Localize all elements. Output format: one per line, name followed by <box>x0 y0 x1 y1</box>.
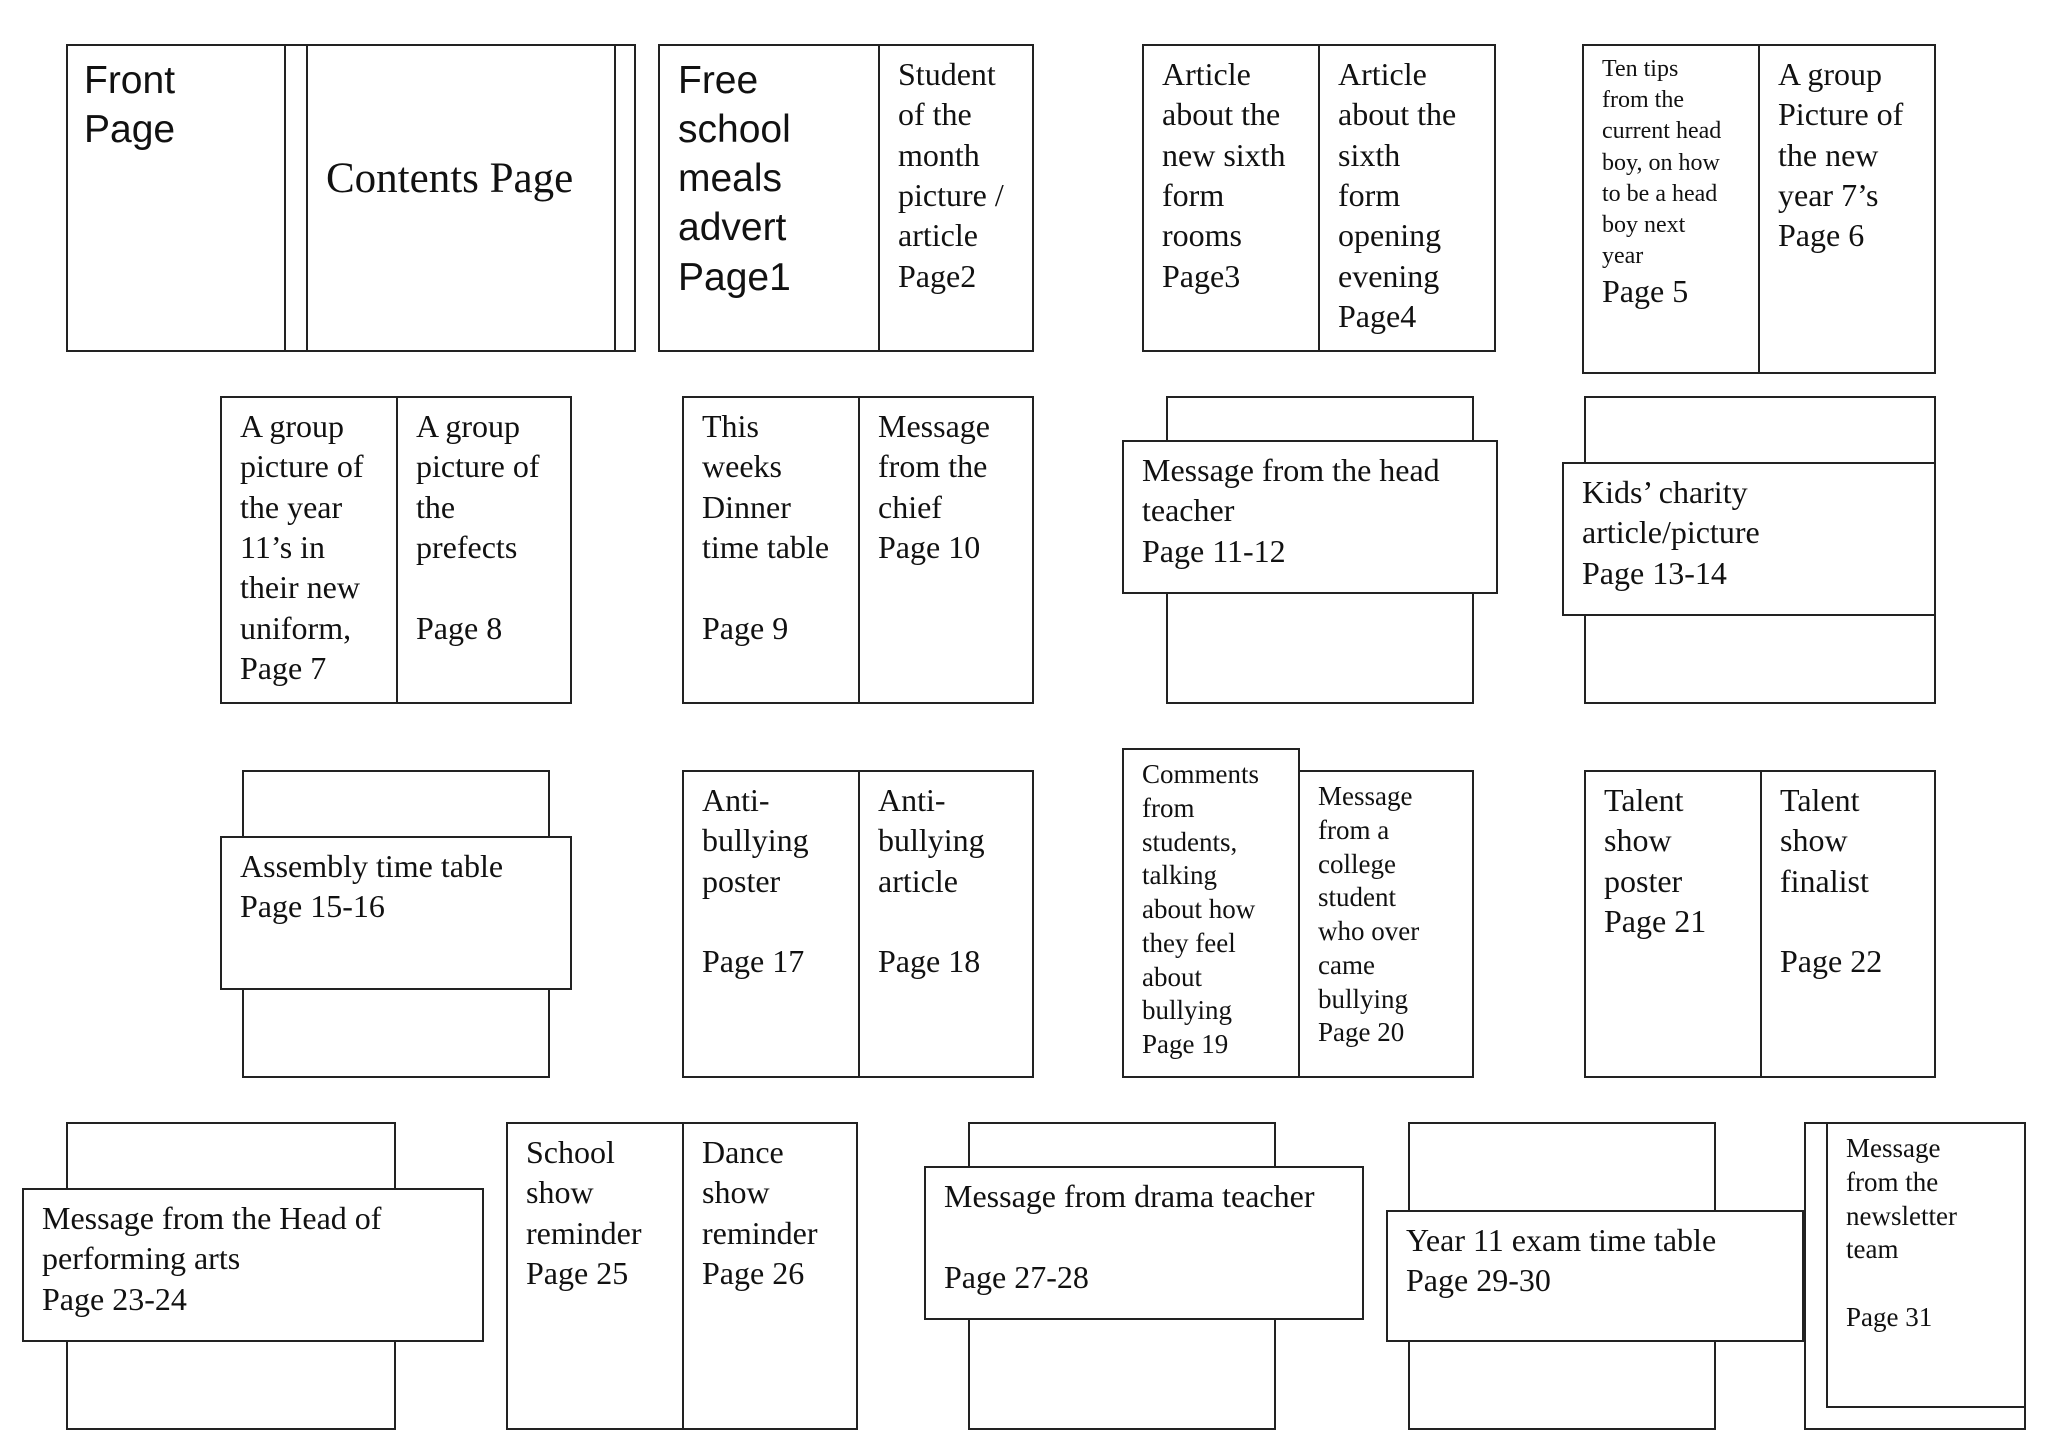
page-2-label: Student of the month picture / article P… <box>898 56 1004 294</box>
pages-27-28-label: Message from drama teacher Page 27-28 <box>944 1178 1315 1295</box>
spine-line <box>858 396 860 704</box>
contents-page-label: Contents Page <box>326 155 574 202</box>
centerfold-pages-27-28 <box>924 1166 1364 1320</box>
page-5-number: Page 5 <box>1602 273 1689 309</box>
spine-line <box>1318 44 1320 352</box>
page-17-label: Anti- bullying poster Page 17 <box>702 782 809 980</box>
back-cover-page-31 <box>1826 1122 2026 1408</box>
spread-pages-1-2 <box>658 44 1034 352</box>
page-19-box <box>1122 748 1300 1078</box>
pages-29-30-label: Year 11 exam time table Page 29-30 <box>1406 1222 1717 1299</box>
page-7-label: A group picture of the year 11’s in thei… <box>240 408 364 686</box>
page-19-label: Comments from students, talking about ho… <box>1142 759 1260 1059</box>
pages-15-16-label: Assembly time table Page 15-16 <box>240 848 504 925</box>
edge-line <box>614 44 616 352</box>
page-21-label: Talent show poster Page 21 <box>1604 782 1707 939</box>
page-3-label: Article about the new sixth form rooms P… <box>1162 56 1286 294</box>
page-31-label: Message from the newsletter team Page 31 <box>1846 1133 1957 1332</box>
front-page-label: Front Page <box>84 59 176 152</box>
spine-line <box>284 44 286 352</box>
page-9-label: This weeks Dinner time table Page 9 <box>702 408 830 646</box>
spine-line <box>1758 44 1760 374</box>
spread-front-contents <box>66 44 636 352</box>
page-4-label: Article about the sixth form opening eve… <box>1338 56 1457 334</box>
page-8-label: A group picture of the prefects Page 8 <box>416 408 540 646</box>
centerfold-pages-23-24 <box>22 1188 484 1342</box>
page-5-text: Ten tips from the current head boy, on h… <box>1602 56 1722 270</box>
pages-11-12-label: Message from the head teacher Page 11-12 <box>1142 452 1440 569</box>
page-20-box <box>1298 770 1474 1078</box>
page-26-label: Dance show reminder Page 26 <box>702 1134 818 1291</box>
page-25-label: School show reminder Page 25 <box>526 1134 642 1291</box>
spine-line <box>682 1122 684 1430</box>
spine-line <box>878 44 880 352</box>
spine-line <box>858 770 860 1078</box>
centerfold-pages-13-14 <box>1562 462 1936 616</box>
page-1-label: Free school meals advert Page1 <box>678 59 791 299</box>
spine-line <box>306 44 308 352</box>
pages-23-24-label: Message from the Head of performing arts… <box>42 1200 382 1317</box>
spine-line <box>396 396 398 704</box>
page-18-label: Anti- bullying article Page 18 <box>878 782 985 980</box>
page-6-label: A group Picture of the new year 7’s Page… <box>1778 56 1904 254</box>
spine-line <box>1760 770 1762 1078</box>
centerfold-pages-15-16 <box>220 836 572 990</box>
page-20-label: Message from a college student who over … <box>1318 781 1420 1048</box>
page-10-label: Message from the chief Page 10 <box>878 408 990 565</box>
centerfold-pages-29-30 <box>1386 1210 1804 1342</box>
page-22-label: Talent show finalist Page 22 <box>1780 782 1883 980</box>
pages-13-14-label: Kids’ charity article/picture Page 13-14 <box>1582 474 1760 591</box>
centerfold-pages-11-12 <box>1122 440 1498 594</box>
